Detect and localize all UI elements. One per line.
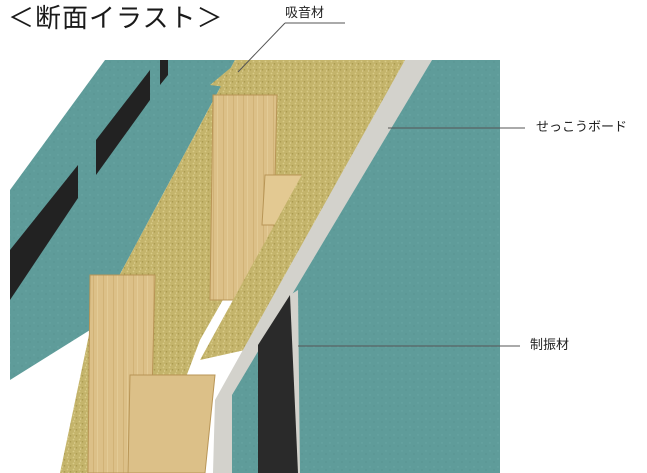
back-damping-strip-upper	[96, 70, 150, 175]
sound-absorbing-material-front	[200, 60, 410, 360]
back-gypsum-board	[10, 60, 235, 380]
sound-absorbing-label: 吸音材	[285, 6, 325, 21]
wood-stud-bottom	[127, 374, 216, 473]
back-damping-strip-top	[160, 60, 168, 85]
damping-material	[258, 295, 298, 473]
front-gypsum-board	[232, 60, 500, 473]
back-damping-strip-lower	[10, 165, 78, 300]
damping-material-label: 制振材	[530, 338, 570, 353]
damping-material-edge	[290, 290, 300, 473]
page-title: ＜断面イラスト＞	[8, 4, 224, 34]
gypsum-board-label: せっこうボード	[536, 120, 628, 135]
leader-line-sound-absorbing-diagonal	[237, 22, 286, 73]
